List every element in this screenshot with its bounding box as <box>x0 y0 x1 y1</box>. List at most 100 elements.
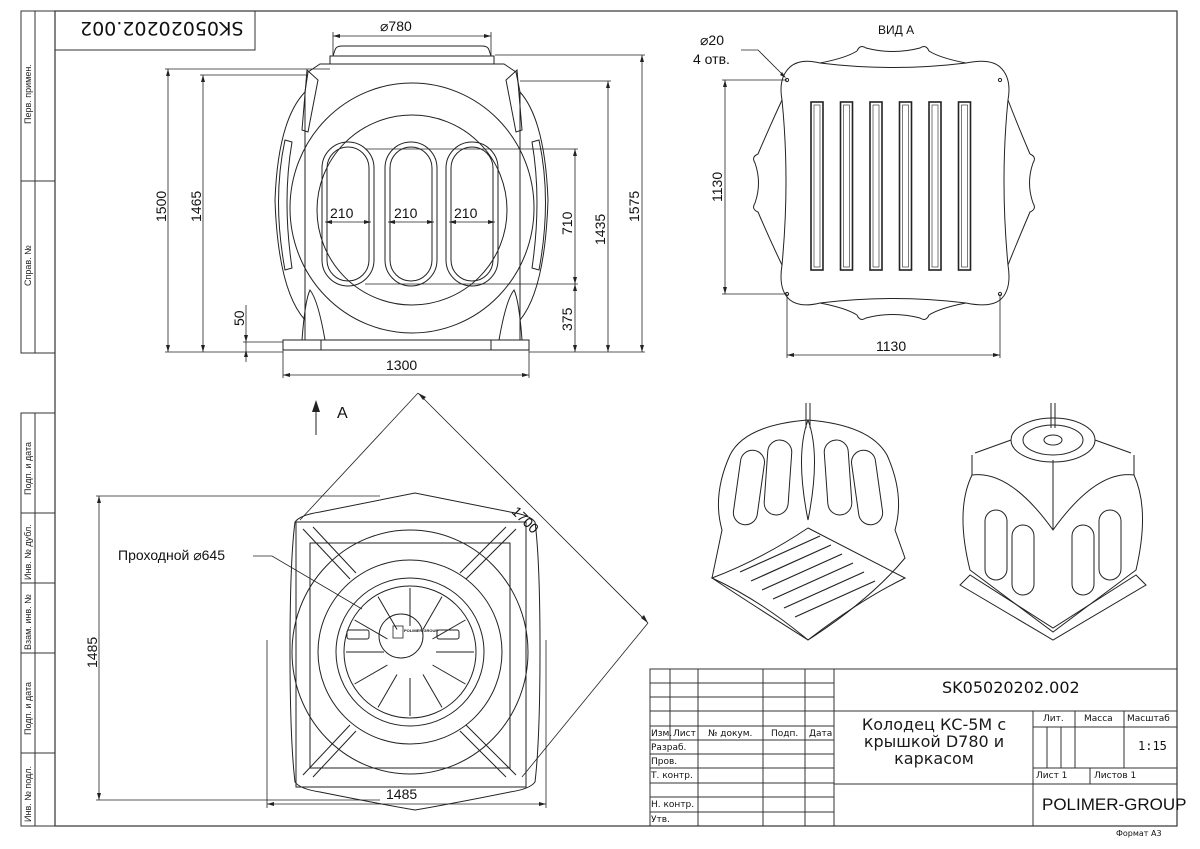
cover-rib <box>377 674 398 708</box>
view-a-slot-inner <box>872 104 880 268</box>
mass-label: Масса <box>1084 714 1113 724</box>
dim-height-1435: 1435 <box>592 213 608 245</box>
plan-dimensions <box>96 392 649 808</box>
side-label-inv-dubl: Инв. № дубл. <box>23 524 33 580</box>
view-a-slots <box>810 101 972 271</box>
sheets-label: Листов 1 <box>1094 771 1137 781</box>
plan-cover <box>335 577 485 727</box>
plan-arrowheads <box>97 393 648 806</box>
dim-base: 50 <box>231 310 247 326</box>
view-arrow-a <box>312 400 320 435</box>
title-line-3: каркасом <box>894 749 974 768</box>
row-prov: Пров. <box>651 757 678 767</box>
view-a-slot <box>869 101 883 271</box>
view-a-slot-inner <box>961 104 968 268</box>
view-a-slot <box>839 101 854 271</box>
dim-opening-offset: 375 <box>559 307 575 331</box>
title-line-1: Колодец КС-5М с <box>861 715 1007 734</box>
view-a-dim-horizontal: 1130 <box>876 338 907 354</box>
lit-label: Лит. <box>1043 714 1064 724</box>
dim-opening-width-3: 210 <box>454 205 478 221</box>
title-block <box>649 668 1178 827</box>
row-n-kontr: Н. контр. <box>651 800 695 810</box>
row-utv: Утв. <box>651 815 670 825</box>
dim-height-body: 1465 <box>188 190 204 222</box>
isometric-bottom-slots <box>739 535 876 618</box>
passage-note: Проходной ⌀645 <box>118 547 225 563</box>
plan-dim-vertical: 1485 <box>84 636 100 668</box>
cover-rib <box>422 674 443 708</box>
view-a-label: ВИД А <box>878 23 915 37</box>
hole-note-count: 4 отв. <box>693 51 730 67</box>
dim-width-base: 1300 <box>386 357 418 373</box>
dim-height-1575: 1575 <box>626 190 642 222</box>
side-label-perv-primen: Перв. примен. <box>23 64 33 124</box>
front-base-plate <box>282 339 530 351</box>
col-list: Лист <box>673 729 696 739</box>
company-name: POLIMER-GROUP <box>1042 795 1187 814</box>
view-arrow-label: A <box>337 405 348 422</box>
side-label-inv-podl: Инв. № подл. <box>23 765 33 822</box>
side-label-podp-data-2: Подп. и дата <box>23 681 33 735</box>
front-opening-1 <box>321 141 375 287</box>
hole-note-diameter: ⌀20 <box>700 32 725 48</box>
plan-cover-ribs <box>346 588 474 716</box>
sheet-label: Лист 1 <box>1036 771 1068 781</box>
dim-top-diameter: ⌀780 <box>380 18 412 34</box>
dim-opening-width-2: 210 <box>394 205 418 221</box>
plan-dim-horizontal: 1485 <box>386 786 418 802</box>
mirrored-designation: SK05020202.002 <box>80 17 244 39</box>
sheet-frame <box>54 10 1178 827</box>
iso-slot <box>750 544 832 582</box>
scale-value: 1:15 <box>1138 739 1167 753</box>
side-label-sprav-no: Справ. № <box>23 245 33 286</box>
view-a-dimensions <box>722 49 1001 358</box>
view-a-slot <box>810 101 824 271</box>
cover-rib <box>354 664 388 685</box>
dim-opening-height: 710 <box>559 211 575 235</box>
designation: SK05020202.002 <box>942 678 1080 697</box>
side-label-podp-data-1: Подп. и дата <box>23 441 33 495</box>
row-razrab: Разраб. <box>651 743 687 753</box>
front-opening-2 <box>384 141 438 287</box>
mirrored-designation-box <box>54 10 256 51</box>
front-lid <box>332 45 492 57</box>
scale-label: Масштаб <box>1127 714 1170 724</box>
cover-rib <box>422 596 443 630</box>
plan-view <box>289 492 541 811</box>
col-date: Дата <box>809 729 833 739</box>
view-a-slot-inner <box>931 104 939 268</box>
col-izm: Изм. <box>651 729 673 739</box>
front-view-arrowheads <box>166 34 644 377</box>
document-title: Колодец КС-5М с крышкой D780 и каркасом <box>836 716 1032 767</box>
cover-rib <box>432 664 466 685</box>
iso-slot <box>794 580 876 618</box>
view-a-slot <box>898 101 913 271</box>
dim-height-total: 1500 <box>153 190 169 222</box>
plan-cover-hub <box>378 613 424 659</box>
plan-outline <box>289 492 541 811</box>
isometric-bottom-view <box>710 403 907 641</box>
side-label-vzam-inv: Взам. инв. № <box>23 594 33 650</box>
side-strip <box>20 10 56 827</box>
cover-rib <box>432 619 466 640</box>
view-a-slot-inner <box>843 104 850 268</box>
plan-frame <box>295 521 527 788</box>
view-a-slot-inner <box>902 104 909 268</box>
view-a-arrowheads <box>723 72 1000 357</box>
plan-logo-text: POLIMER GROUP <box>404 628 439 633</box>
view-a-dim-vertical: 1130 <box>709 171 725 202</box>
iso-slot <box>739 535 821 573</box>
title-line-2: крышкой D780 и <box>863 732 1005 751</box>
view-a-slot-inner <box>813 104 821 268</box>
cover-rib <box>354 619 388 640</box>
plan-logo <box>392 625 404 639</box>
front-view <box>274 45 549 351</box>
view-a-slot <box>928 101 942 271</box>
front-opening-3 <box>445 141 499 287</box>
format-label: Формат А3 <box>1116 829 1162 838</box>
row-t-kontr: Т. контр. <box>651 771 693 781</box>
view-a-slot <box>957 101 972 271</box>
col-doc-no: № докум. <box>708 729 753 739</box>
